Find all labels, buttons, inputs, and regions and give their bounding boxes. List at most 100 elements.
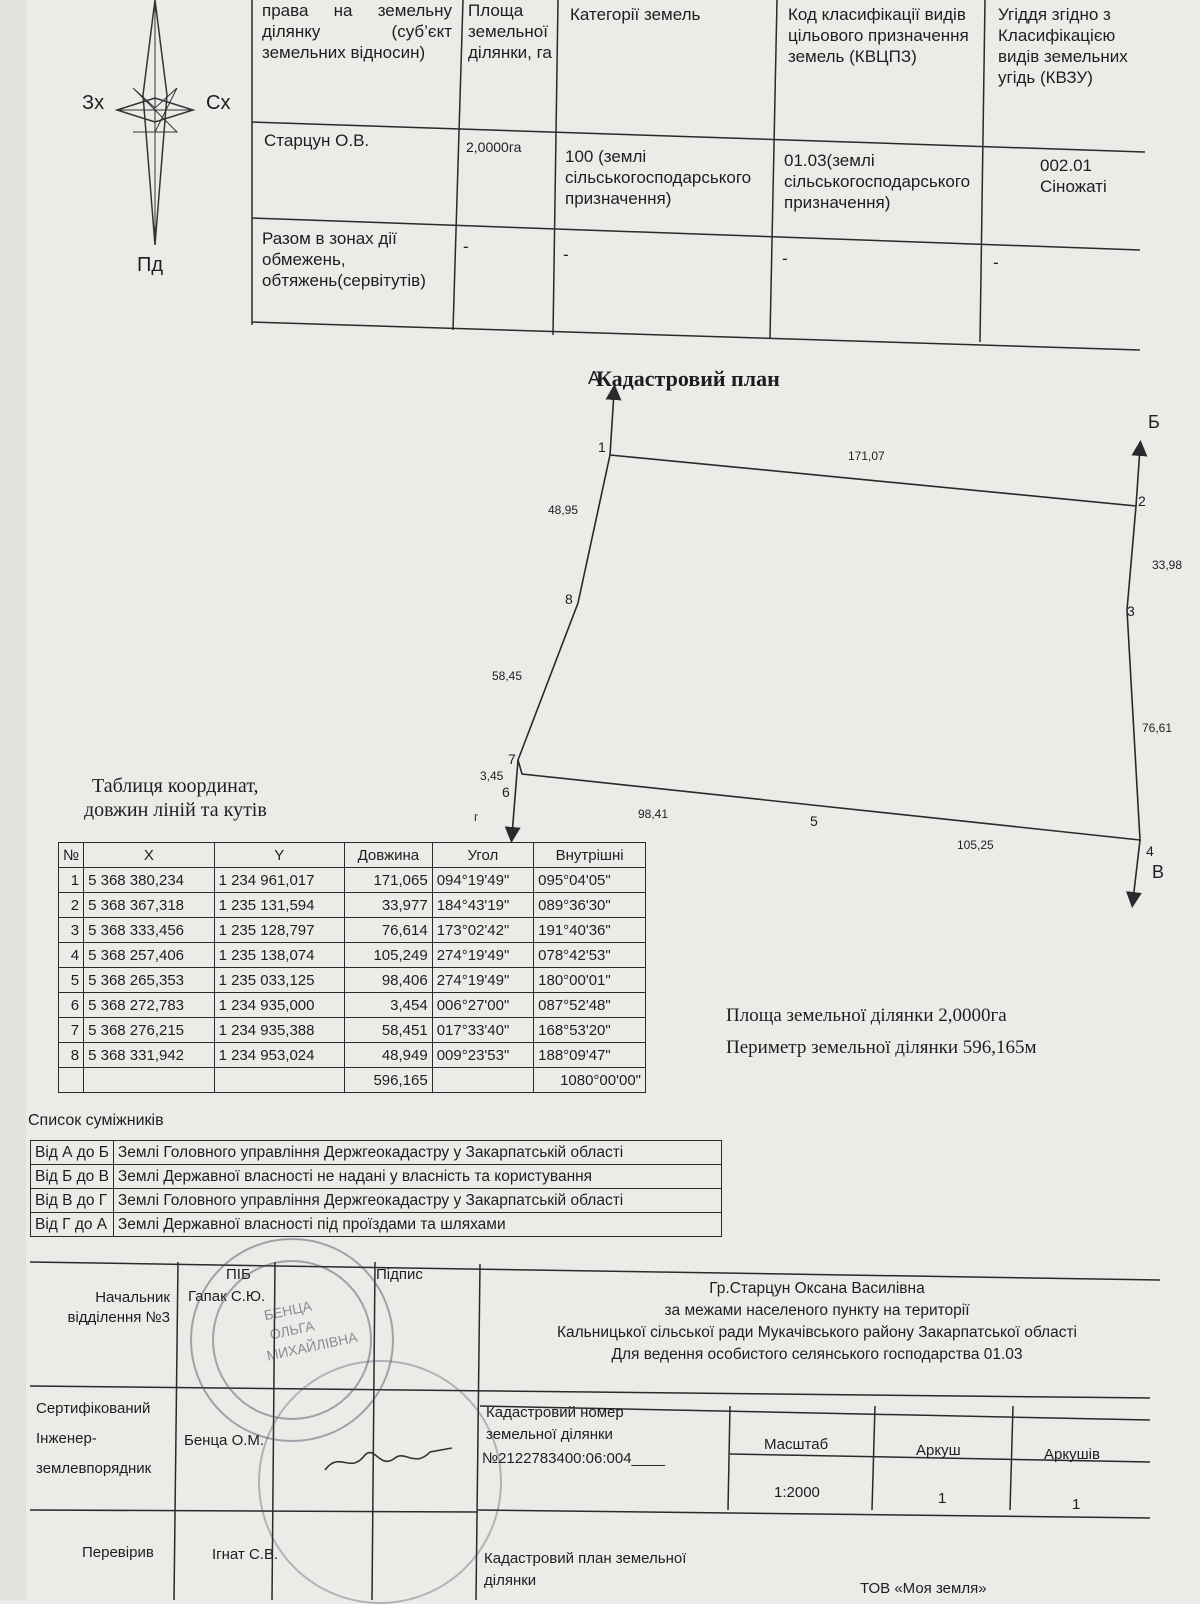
total-angle: 1080°00'00" xyxy=(533,1067,646,1093)
total-empty xyxy=(431,1067,535,1093)
line-length: 76,614 xyxy=(344,917,433,943)
total-empty xyxy=(213,1067,346,1093)
total-empty xyxy=(57,1067,85,1093)
location-line2: Кальницької сільської ради Мукачівського… xyxy=(556,1324,1077,1341)
adjacent-segment: Від А до Б xyxy=(30,1140,114,1165)
vertex-8: 8 xyxy=(565,591,573,607)
length-3-4: 76,61 xyxy=(1142,721,1173,735)
y-coord: 1 235 138,074 xyxy=(213,942,346,968)
sheet-label: Аркуш xyxy=(916,1442,961,1459)
owner-block: Гр.Старцун Оксана Василівна за межами на… xyxy=(482,1278,1152,1366)
col-angle: Угол xyxy=(431,842,535,868)
summary-area: Площа земельної ділянки 2,0000га xyxy=(726,1005,1007,1026)
point-number: 1 xyxy=(57,867,85,893)
corner-g: г xyxy=(474,810,479,824)
internal-angle: 188°09'47" xyxy=(533,1042,646,1068)
row2-category: - xyxy=(563,245,569,264)
header-kvzu: Угіддя згідно з Класифікацією видів земе… xyxy=(998,5,1128,87)
y-coord: 1 234 953,024 xyxy=(213,1042,346,1068)
total-length: 596,165 xyxy=(344,1067,433,1093)
col-number: № xyxy=(57,842,85,868)
sheet-value: 1 xyxy=(938,1490,947,1507)
compass-south: Пд xyxy=(137,254,164,276)
internal-angle: 078°42'53" xyxy=(533,942,646,968)
vertex-2: 2 xyxy=(1138,493,1146,509)
bearing: 173°02'42" xyxy=(431,917,535,943)
row2-kvzu: - xyxy=(993,253,999,272)
point-number: 5 xyxy=(57,967,85,993)
internal-angle: 095°04'05" xyxy=(533,867,646,893)
bearing: 274°19'49" xyxy=(431,967,535,993)
point-number: 8 xyxy=(57,1042,85,1068)
point-number: 7 xyxy=(57,1017,85,1043)
page-edge xyxy=(0,0,26,1600)
line-length: 105,249 xyxy=(344,942,433,968)
bearing: 184°43'19" xyxy=(431,892,535,918)
header-kvcpz: Код класифікації видів цільового признач… xyxy=(788,5,969,66)
doc-title: Кадастровий план земельної ділянки xyxy=(484,1550,687,1589)
adjacent-segment: Від Б до В xyxy=(30,1164,114,1189)
adjacent-owner: Землі Державної власності не надані у вл… xyxy=(112,1164,723,1189)
owner-short: Старцун О.В. xyxy=(264,131,370,150)
round-seal-icon xyxy=(258,1360,502,1604)
length-5-6: 98,41 xyxy=(638,807,669,821)
sheets-label: Аркушів xyxy=(1044,1446,1100,1463)
length-7-8: 58,45 xyxy=(492,669,523,683)
line-length: 171,065 xyxy=(344,867,433,893)
top-table-grid xyxy=(251,0,1146,351)
vertex-3: 3 xyxy=(1127,603,1135,619)
adjacent-owner: Землі Головного управління Держгеокадаст… xyxy=(112,1140,723,1165)
plan-title: Кадастровий план xyxy=(596,366,780,391)
length-1-2: 171,07 xyxy=(848,449,885,463)
x-coord: 5 368 380,234 xyxy=(83,867,215,893)
adjacent-owner: Землі Державної власності під проїздами … xyxy=(112,1212,723,1237)
internal-angle: 089°36'30" xyxy=(533,892,646,918)
header-subject: права на земельну ділянку (суб’єкт земел… xyxy=(262,1,452,62)
x-coord: 5 368 272,783 xyxy=(83,992,215,1018)
row2-area: - xyxy=(463,237,469,256)
x-coord: 5 368 367,318 xyxy=(83,892,215,918)
col-y: Y xyxy=(213,842,346,868)
coord-title-line1: Таблиця координат, xyxy=(92,775,259,797)
x-coord: 5 368 257,406 xyxy=(83,942,215,968)
bearing: 017°33'40" xyxy=(431,1017,535,1043)
sheets-value: 1 xyxy=(1072,1496,1081,1513)
row1-category: 100 (землі сільськогосподарського призна… xyxy=(565,147,752,208)
row1-kvcpz: 01.03(землі сільськогосподарського призн… xyxy=(784,151,971,212)
col-sign: Підпис xyxy=(376,1266,423,1283)
length-8-1: 48,95 xyxy=(548,503,579,517)
col-length: Довжина xyxy=(344,842,433,868)
vertex-6: 6 xyxy=(502,784,510,800)
line-length: 3,454 xyxy=(344,992,433,1018)
bearing: 094°19'49" xyxy=(431,867,535,893)
row2-kvcpz: - xyxy=(782,249,788,268)
y-coord: 1 235 131,594 xyxy=(213,892,346,918)
total-empty xyxy=(83,1067,215,1093)
coord-table-title: Таблиця координат, довжин ліній та кутів xyxy=(84,774,267,822)
row1-kvzu: 002.01 Сіножаті xyxy=(1040,156,1107,196)
header-area: Площа земельної ділянки, га xyxy=(468,1,552,62)
scale-value: 1:2000 xyxy=(774,1484,820,1501)
x-coord: 5 368 333,456 xyxy=(83,917,215,943)
location-line1: за межами населеного пункту на території xyxy=(664,1302,970,1319)
internal-angle: 191°40'36" xyxy=(533,917,646,943)
internal-angle: 168°53'20" xyxy=(533,1017,646,1043)
y-coord: 1 235 128,797 xyxy=(213,917,346,943)
cert-role: Сертифікований Інженер-землевпорядник xyxy=(36,1400,152,1477)
compass-east: Сх xyxy=(206,92,231,114)
length-2-3: 33,98 xyxy=(1152,558,1183,572)
row1-area: 2,0000га xyxy=(466,139,522,155)
company-name: ТОВ «Моя земля» xyxy=(860,1580,987,1597)
seal-name: БЕНЦА ОЛЬГА МИХАЙЛІВНА xyxy=(262,1297,359,1364)
